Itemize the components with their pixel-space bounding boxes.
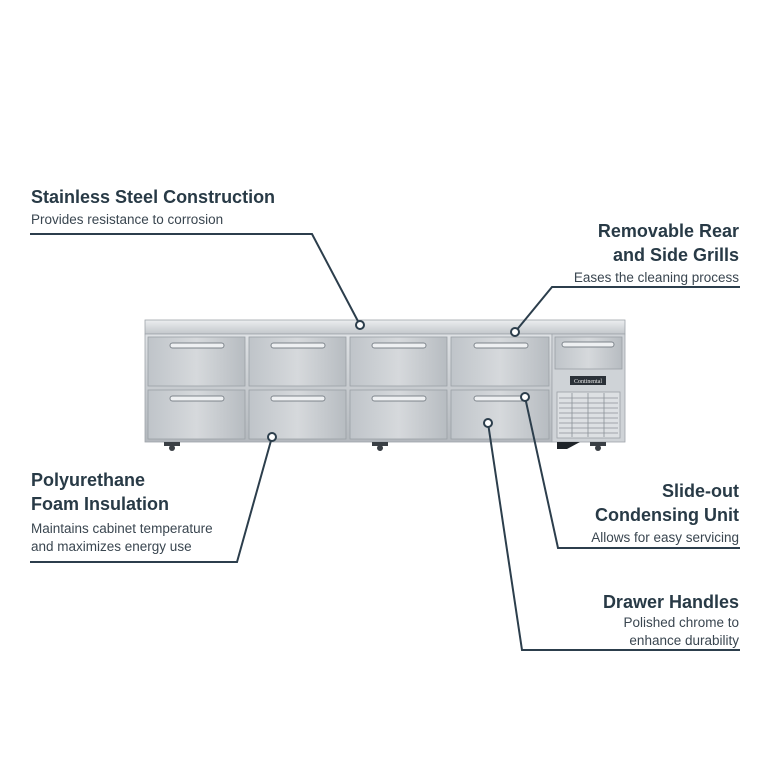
callout-description: Polished chrome to bbox=[623, 615, 739, 630]
callout-removable-grills: Removable Rear and Side Grills Eases the… bbox=[479, 219, 739, 287]
handle-icon bbox=[169, 395, 225, 402]
handle-icon bbox=[270, 395, 326, 402]
condenser-grill-icon bbox=[556, 391, 621, 439]
callout-title: Drawer Handles bbox=[602, 592, 739, 612]
handle-icon bbox=[270, 342, 326, 349]
drawer bbox=[248, 336, 347, 387]
marker-dot-icon bbox=[267, 432, 277, 442]
casters bbox=[164, 442, 606, 451]
handle-icon bbox=[371, 342, 427, 349]
callout-stainless-steel: Stainless Steel Construction Provides re… bbox=[31, 185, 351, 229]
leader-grills bbox=[514, 286, 740, 333]
marker-dot-icon bbox=[483, 418, 493, 428]
marker-dot-icon bbox=[520, 392, 530, 402]
brand-plate bbox=[570, 376, 606, 385]
callout-description: Eases the cleaning process bbox=[573, 270, 739, 285]
marker-dot-icon bbox=[355, 320, 365, 330]
callout-foam-insulation: Polyurethane Foam Insulation Maintains c… bbox=[31, 468, 291, 556]
marker-dot-icon bbox=[510, 327, 520, 337]
leader-handles bbox=[487, 422, 740, 651]
brand-plate-text: Continental bbox=[574, 379, 602, 385]
drawer bbox=[450, 336, 550, 387]
callout-title: Polyurethane bbox=[31, 470, 146, 490]
leader-stainless bbox=[30, 233, 361, 326]
callout-description: Maintains cabinet temperature bbox=[31, 521, 213, 536]
callout-title: Stainless Steel Construction bbox=[31, 187, 276, 207]
callout-title: Removable Rear bbox=[597, 221, 739, 241]
leader-condensing bbox=[524, 396, 740, 549]
callout-description: Provides resistance to corrosion bbox=[31, 212, 224, 227]
callout-description: Allows for easy servicing bbox=[591, 530, 739, 545]
callout-title: Condensing Unit bbox=[595, 505, 739, 525]
callout-condensing-unit: Slide-out Condensing Unit Allows for eas… bbox=[509, 479, 739, 547]
callout-title: Foam Insulation bbox=[31, 494, 170, 514]
callout-description: and maximizes energy use bbox=[31, 539, 192, 554]
callout-description: enhance durability bbox=[629, 633, 739, 648]
callout-title: and Side Grills bbox=[612, 245, 739, 265]
callout-drawer-handles: Drawer Handles Polished chrome to enhanc… bbox=[509, 590, 739, 650]
base-shadow bbox=[557, 442, 580, 449]
handle-icon bbox=[473, 342, 529, 349]
leader-insulation bbox=[30, 436, 273, 563]
callout-title: Slide-out bbox=[662, 481, 739, 501]
handle-icon bbox=[561, 341, 615, 348]
handle-icon bbox=[371, 395, 427, 402]
handle-icon bbox=[169, 342, 225, 349]
